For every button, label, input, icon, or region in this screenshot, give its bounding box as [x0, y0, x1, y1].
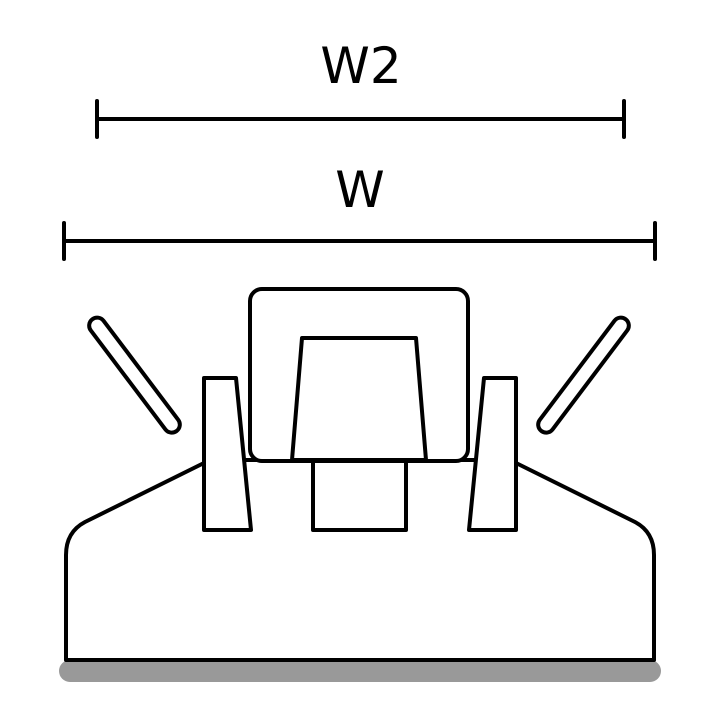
- w2-label: W2: [320, 37, 401, 95]
- w-label: W: [335, 161, 384, 219]
- right-wing: [536, 315, 631, 435]
- mount-drawing: [59, 287, 661, 682]
- w-dimension: W: [62, 161, 657, 261]
- right-post: [467, 376, 518, 532]
- w2-dimension: W2: [95, 37, 626, 139]
- left-post: [202, 376, 253, 532]
- left-wing: [87, 315, 182, 435]
- tie-slot: [290, 336, 428, 462]
